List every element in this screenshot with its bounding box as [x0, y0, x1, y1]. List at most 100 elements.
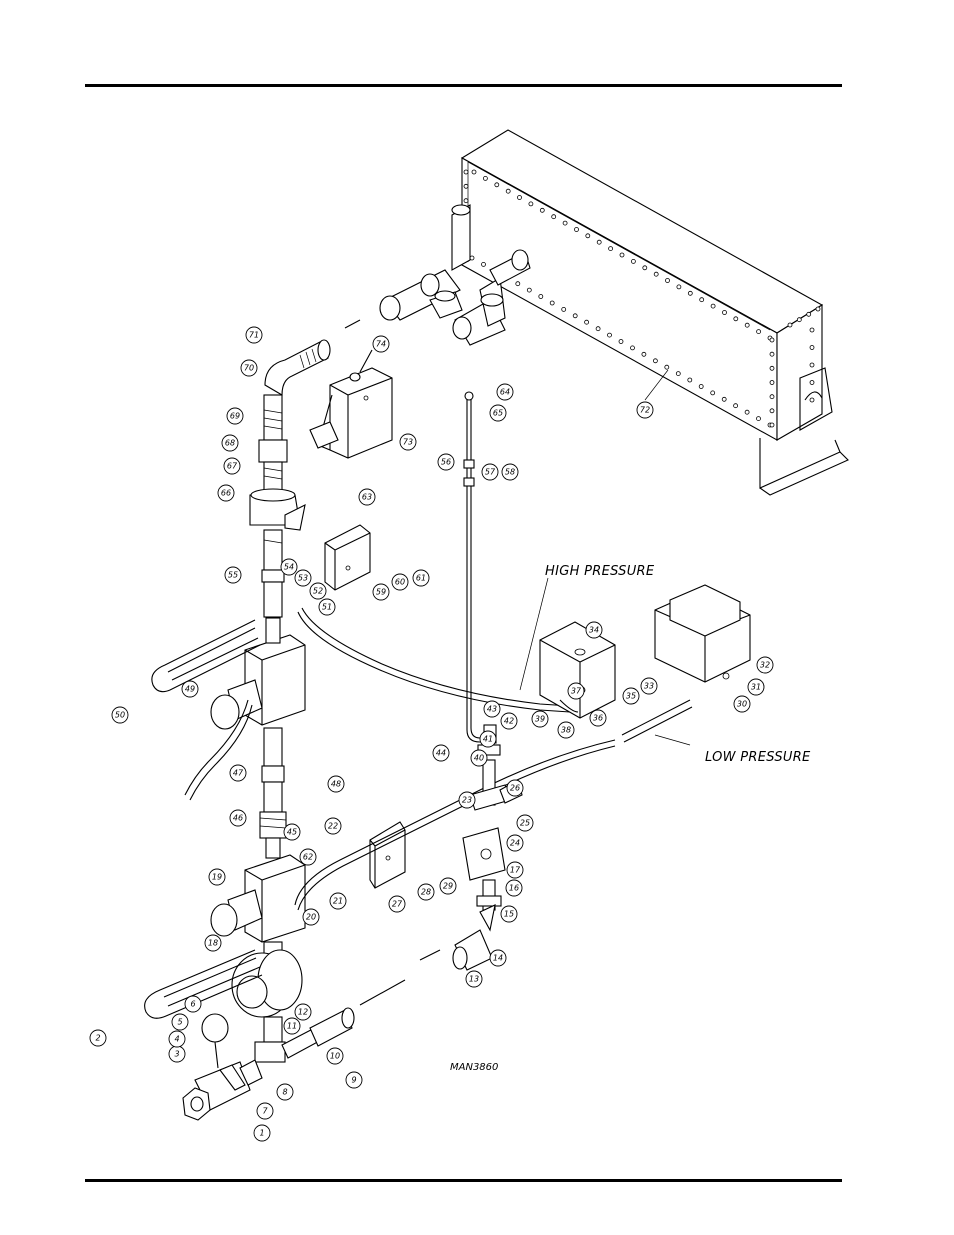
callout-number: 47	[233, 769, 244, 778]
callout-number: 16	[509, 884, 519, 893]
callout-number: 69	[230, 412, 240, 421]
callout-42: 42	[501, 713, 517, 729]
callout-12: 12	[295, 1004, 311, 1020]
rivet	[745, 410, 749, 414]
rivet	[723, 311, 727, 315]
reservoir-box	[310, 350, 392, 458]
rivet	[810, 363, 814, 367]
callout-number: 63	[362, 493, 372, 502]
callout-number: 19	[212, 873, 222, 882]
rivet	[550, 301, 554, 305]
rivet	[631, 259, 635, 263]
callout-number: 24	[510, 839, 520, 848]
rivet	[770, 395, 774, 399]
callout-number: 2	[95, 1034, 100, 1043]
callout-number: 14	[493, 954, 503, 963]
callout-number: 42	[504, 717, 514, 726]
callouts: 1234567891011121314151617181920212223242…	[90, 327, 773, 1141]
callout-number: 58	[505, 468, 515, 477]
callout-number: 22	[328, 822, 338, 831]
rivet	[483, 176, 487, 180]
callout-55: 55	[225, 567, 241, 583]
rivet	[643, 266, 647, 270]
callout-50: 50	[112, 707, 128, 723]
rivet	[816, 307, 820, 311]
callout-number: 54	[284, 563, 294, 572]
callout-number: 61	[416, 574, 426, 583]
callout-23: 23	[459, 792, 475, 808]
rivet	[807, 312, 811, 316]
callout-number: 31	[751, 683, 761, 692]
callout-number: 43	[487, 705, 497, 714]
callout-number: 33	[644, 682, 654, 691]
rivet	[770, 338, 774, 342]
callout-number: 1	[259, 1129, 264, 1138]
callout-63: 63	[359, 489, 375, 505]
rivet	[677, 285, 681, 289]
rivet	[734, 317, 738, 321]
rivet	[770, 366, 774, 370]
callout-number: 55	[228, 571, 238, 580]
callout-number: 74	[376, 340, 386, 349]
callout-number: 60	[395, 578, 405, 587]
rivet	[810, 328, 814, 332]
rivet	[464, 199, 468, 203]
rivet	[770, 381, 774, 385]
rivet	[464, 170, 468, 174]
callout-26: 26	[507, 780, 523, 796]
callout-8: 8	[277, 1084, 293, 1100]
callout-16: 16	[506, 880, 522, 896]
low-pressure-label: LOW PRESSURE	[705, 750, 811, 765]
callout-number: 27	[392, 900, 403, 909]
rivet	[573, 314, 577, 318]
callout-44: 44	[433, 745, 449, 761]
rivet	[810, 346, 814, 350]
callout-number: 70	[244, 364, 254, 373]
rivet	[734, 404, 738, 408]
callout-10: 10	[327, 1048, 343, 1064]
callout-number: 56	[441, 458, 451, 467]
callout-2: 2	[90, 1030, 106, 1046]
callout-number: 23	[462, 796, 472, 805]
rivet	[770, 423, 774, 427]
rivet	[745, 323, 749, 327]
callout-number: 11	[287, 1022, 297, 1031]
callout-number: 36	[593, 714, 603, 723]
callout-64: 64	[497, 384, 513, 400]
callout-69: 69	[227, 408, 243, 424]
callout-number: 46	[233, 814, 243, 823]
callout-number: 39	[535, 715, 545, 724]
callout-number: 73	[403, 438, 413, 447]
rivet	[506, 189, 510, 193]
callout-59: 59	[373, 584, 389, 600]
callout-number: 3	[174, 1050, 179, 1059]
callout-4: 4	[169, 1031, 185, 1047]
callout-41: 41	[480, 731, 496, 747]
callout-27: 27	[389, 896, 405, 912]
callout-number: 13	[469, 975, 479, 984]
callout-14: 14	[490, 950, 506, 966]
callout-37: 37	[568, 683, 584, 699]
callout-number: 6	[190, 1000, 195, 1009]
callout-number: 20	[306, 913, 316, 922]
rivet	[688, 378, 692, 382]
callout-number: 34	[589, 626, 599, 635]
callout-48: 48	[328, 776, 344, 792]
callout-number: 38	[561, 726, 571, 735]
callout-32: 32	[757, 657, 773, 673]
rivet	[797, 318, 801, 322]
callout-58: 58	[502, 464, 518, 480]
callout-7: 7	[257, 1103, 273, 1119]
callout-21: 21	[330, 893, 346, 909]
callout-number: 26	[510, 784, 520, 793]
callout-number: 5	[177, 1018, 182, 1027]
callout-57: 57	[482, 464, 498, 480]
rivet	[757, 417, 761, 421]
callout-number: 18	[208, 939, 218, 948]
rivet	[470, 256, 474, 260]
rivet	[770, 352, 774, 356]
callout-number: 10	[330, 1052, 340, 1061]
callout-number: 15	[504, 910, 514, 919]
callout-number: 30	[737, 700, 747, 709]
